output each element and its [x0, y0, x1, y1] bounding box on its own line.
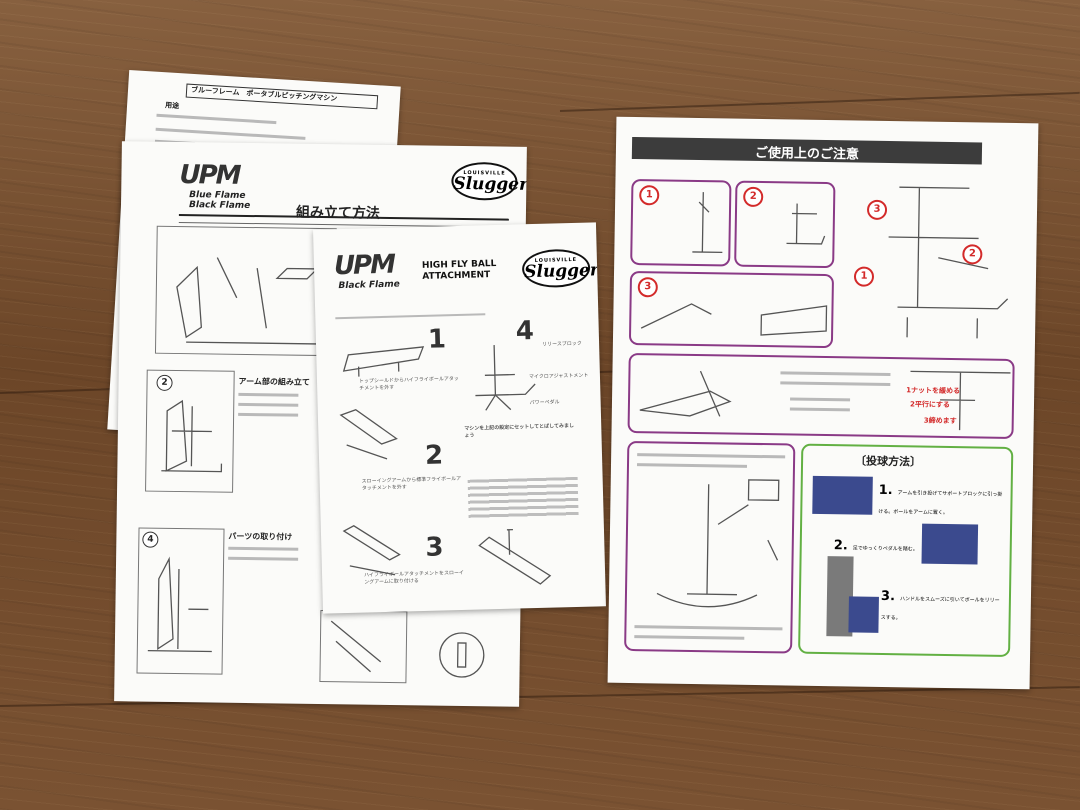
arm-drawing [161, 399, 223, 473]
assembled-machine-drawing [475, 345, 536, 411]
parts-diagram-box [154, 225, 337, 357]
caution-box-1: 1 [630, 178, 732, 267]
arm-diagram-box [145, 369, 235, 493]
step-3-number: 3 [424, 532, 444, 563]
text-line [228, 556, 299, 561]
louisville-slugger-logo: LOUISVILLE Slugger [521, 248, 599, 289]
caution-box-3: 3 [628, 270, 835, 349]
text-line [238, 402, 299, 407]
attachment-drawing [478, 528, 552, 585]
assembly-title: 組み立て方法 [295, 204, 381, 222]
detail-diagram-box [319, 610, 408, 684]
caution-2-drawing [786, 203, 826, 245]
sheet-title: ブルーフレーム ポータブルピッチングマシン [190, 85, 338, 103]
step-1-text: トップシールドからハイフライボールアタッチメントを外す [358, 376, 459, 392]
adjust-drawing [639, 370, 1011, 431]
step-2-number: 2 [424, 440, 444, 471]
precautions-title: ご使用上のご注意 [754, 145, 860, 163]
step2-title: アーム部の組み立て [238, 376, 310, 387]
text-line [155, 127, 306, 140]
text-line [335, 313, 486, 320]
parts-attach-diagram-box [136, 527, 225, 675]
text-line [228, 546, 299, 551]
caution-box-2: 2 [734, 180, 836, 269]
pitch-step-1: 1. アームを引き投げてサポートブロックに引っ掛ける。ボールをアームに置く。 [878, 482, 1003, 516]
caution-3-drawing [640, 303, 828, 336]
upm-logo: UPM [333, 249, 395, 282]
power-pedal-label: パワーペダル [529, 399, 560, 407]
step-3-text: ハイフライボールアタッチメントをスローイングアームに取り付ける [364, 569, 465, 586]
machine-rotation-drawing [656, 479, 780, 608]
parts-attach-drawing [147, 556, 212, 653]
machine-overview-drawing [888, 186, 1009, 339]
louisville-slugger-logo: LOUISVILLE Slugger [451, 161, 527, 201]
instruction-sheet-assembly: UPM Blue Flame Black Flame LOUISVILLE Sl… [114, 141, 527, 707]
setup-box [624, 440, 796, 654]
adjust-box: 1ナットを緩める 2平行にする 3締めます [627, 352, 1015, 439]
pitching-method-title: 〔投球方法〕 [854, 454, 922, 469]
precautions-sheet: ご使用上のご注意 1 2 3 3 2 1 1ナットを緩める [607, 116, 1039, 690]
pitch-step-2: 2. 足でゆっくりペダルを踏む。 [833, 538, 918, 554]
attachment-mount-drawing [342, 525, 401, 576]
bolt-detail-drawing [439, 632, 485, 678]
step-2-text: スローイングアームから標準フライボールアタッチメントを外す [361, 475, 462, 492]
title-bar: ご使用上のご注意 [631, 136, 983, 165]
text-line [238, 392, 299, 397]
step-1-number: 1 [427, 324, 447, 355]
attach-note-text [467, 476, 579, 520]
instruction-sheet-high-fly: UPM Black Flame HIGH FLY BALL ATTACHMENT… [313, 222, 606, 614]
pitching-method-box: 〔投球方法〕 1. アームを引き投げてサポートブロックに引っ掛ける。ボールをアー… [798, 443, 1014, 657]
black-flame-logo: Black Flame [188, 200, 251, 211]
sheet-title-box: ブルーフレーム ポータブルピッチングマシン [185, 83, 379, 110]
black-flame-logo: Black Flame [338, 279, 400, 292]
parts-drawing [176, 257, 319, 345]
text-line [238, 412, 299, 417]
arm-detach-drawing [339, 408, 398, 460]
text-line [156, 113, 277, 125]
upm-logo: UPM [179, 160, 240, 191]
micro-adjust-label: マイクロアジャストメント [528, 372, 589, 381]
release-block-label: リリースブロック [542, 340, 582, 348]
pitch-step-3: 3. ハンドルをスムーズに引いてボールをリリースする。 [880, 588, 1000, 622]
machine-drawing [342, 346, 425, 377]
detail-drawing [330, 620, 382, 673]
caution-1-drawing [692, 192, 723, 254]
adjust-step-3: 3締めます [923, 416, 957, 426]
heading-line-1: HIGH FLY BALL [421, 258, 497, 271]
step4-title: パーツの取り付け [228, 531, 293, 542]
usage-heading: 用途 [164, 101, 180, 111]
heading-line-2: ATTACHMENT [422, 270, 491, 282]
adjust-step-1: 1ナットを緩める [906, 386, 961, 396]
step-4-text: マシンを上記の設定にセットしてとばしてみましょう [464, 423, 575, 439]
adjust-step-2: 2平行にする [909, 400, 951, 409]
pitching-photos [812, 475, 979, 637]
